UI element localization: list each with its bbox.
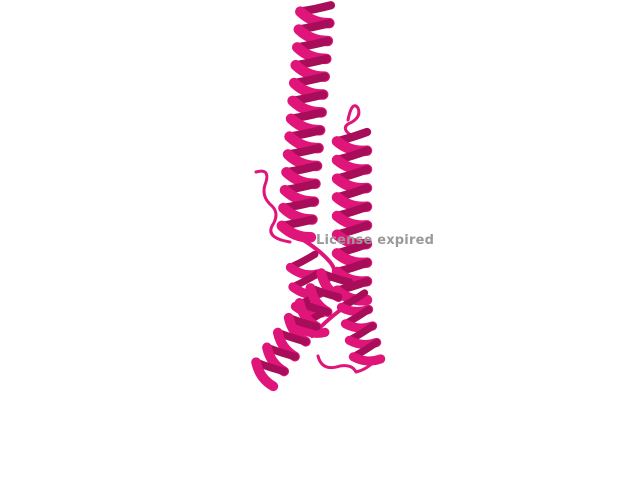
bottom-loop-coil xyxy=(316,354,378,374)
n-terminal-coil xyxy=(254,169,292,244)
helix-turn-front xyxy=(251,357,279,392)
alpha-helices xyxy=(251,1,386,392)
helix-turn-front xyxy=(276,220,317,243)
helix-long-vertical xyxy=(276,1,336,243)
helix-right-vertical xyxy=(331,127,373,306)
top-right-coil xyxy=(343,104,361,140)
helix-diagonal-lower xyxy=(251,268,354,392)
helix-turn-front xyxy=(348,352,386,366)
helix-turn-front xyxy=(293,321,330,338)
helix-right-lower xyxy=(336,289,386,366)
